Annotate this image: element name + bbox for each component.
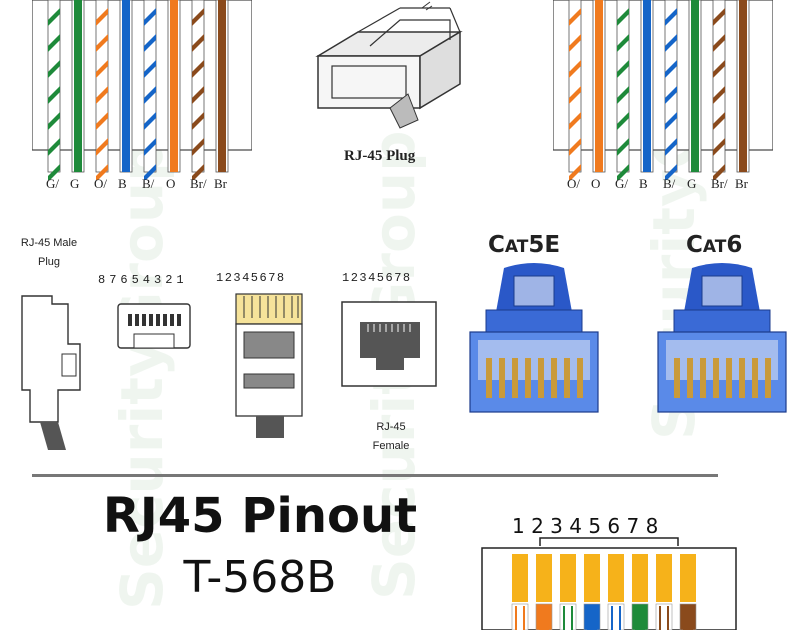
cat5e-suffix: 5E	[528, 232, 561, 258]
left-wire-label: B	[118, 176, 127, 191]
right-wire-2	[592, 0, 606, 173]
male-plug-label-line2: Plug	[37, 256, 61, 268]
cat5e-label: CAT5E	[488, 232, 560, 258]
plug-caption: RJ-45 Plug	[344, 148, 416, 164]
left-wire-4	[119, 0, 133, 173]
cat6-first: C	[686, 232, 703, 258]
right-wire-label: G/	[615, 176, 628, 191]
left-wire-label: B/	[142, 176, 155, 191]
right-wire-label: O/	[567, 176, 580, 191]
left-wire-label: G	[70, 176, 80, 191]
left-wire-label: Br/	[190, 176, 207, 191]
right-wire-bundle	[553, 0, 773, 180]
right-wire-6	[688, 0, 702, 173]
t568b-wire-2	[535, 554, 553, 630]
male-plug-side-view	[21, 295, 81, 450]
t568b-wire-5	[607, 554, 625, 630]
left-wire-5	[143, 0, 157, 180]
left-wire-8	[215, 0, 229, 173]
male-plug-label: RJ-45 Male Plug	[10, 234, 88, 272]
plug-top-view	[235, 293, 303, 438]
female-label-line2: Female	[372, 440, 410, 452]
cat6-rest: AT	[702, 237, 727, 257]
cat6-connector	[657, 263, 787, 413]
cat5e-rest: AT	[504, 237, 529, 257]
t568b-wire-4	[583, 554, 601, 630]
pin-order-female: 12345678	[342, 271, 412, 285]
right-wire-label: O	[591, 176, 601, 191]
page-subtitle: T-568B	[183, 552, 337, 603]
cat5e-connector	[469, 263, 599, 413]
right-wire-1	[568, 0, 582, 180]
left-wire-bundle	[32, 0, 252, 180]
t568b-wiring-diagram	[481, 537, 737, 630]
t568b-wire-3	[559, 554, 577, 630]
page-title: RJ45 Pinout	[102, 488, 418, 544]
plug-front-view	[117, 303, 191, 349]
plug-front-pins	[128, 314, 181, 326]
left-wire-7	[191, 0, 205, 180]
left-wire-1	[47, 0, 61, 180]
t568b-wire-6	[631, 554, 649, 630]
female-label: RJ-45 Female	[356, 418, 426, 456]
t568b-wire-1	[511, 554, 529, 630]
t568b-wire-8	[679, 554, 697, 630]
right-wire-label: G	[687, 176, 697, 191]
left-wire-label: O/	[94, 176, 107, 191]
right-wire-3	[616, 0, 630, 180]
cat6-suffix: 6	[726, 232, 743, 258]
right-wire-label: Br	[735, 176, 748, 191]
right-wire-4	[640, 0, 654, 173]
cat5e-first: C	[488, 232, 505, 258]
female-jack	[341, 301, 437, 387]
right-wire-5	[664, 0, 678, 180]
rj45-plug-drawing	[315, 1, 463, 129]
female-label-line1: RJ-45	[376, 421, 406, 433]
pin-order-forward: 12345678	[216, 271, 286, 285]
male-plug-label-line1: RJ-45 Male	[20, 237, 78, 249]
left-wire-label: Br	[214, 176, 227, 191]
right-wire-7	[712, 0, 726, 180]
left-wire-label: G/	[46, 176, 59, 191]
left-wire-label: O	[166, 176, 176, 191]
right-wire-label: Br/	[711, 176, 728, 191]
right-wire-label: B	[639, 176, 648, 191]
t568b-wire-7	[655, 554, 673, 630]
left-wire-2	[71, 0, 85, 173]
cat6-label: CAT6	[686, 232, 742, 258]
t568b-pin-numbers: 1 2 3 4 5 6 7 8	[512, 514, 659, 538]
right-wire-8	[736, 0, 750, 173]
section-divider	[32, 474, 718, 477]
left-wire-3	[95, 0, 109, 180]
pin-order-reverse: 87654321	[98, 273, 188, 287]
left-wire-6	[167, 0, 181, 173]
right-wire-label: B/	[663, 176, 676, 191]
